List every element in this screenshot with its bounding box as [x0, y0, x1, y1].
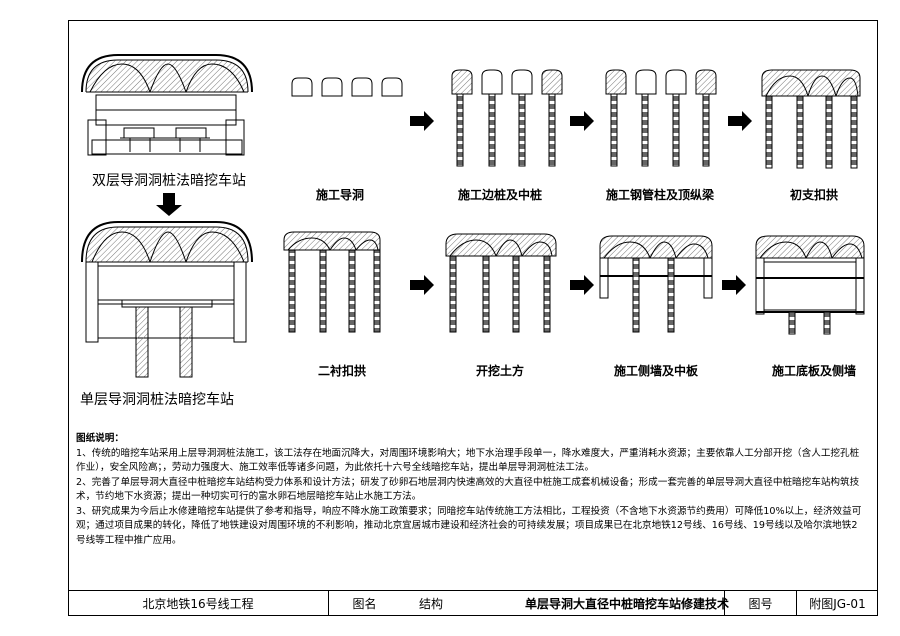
step-label: 施工导洞	[316, 188, 365, 202]
single-layer-station-label: 单层导洞洞桩法暗挖车站	[80, 392, 234, 408]
step-label: 开挖土方	[476, 364, 525, 378]
drawing-name-label: 图名	[328, 591, 400, 616]
drawing-frame	[68, 20, 878, 616]
step-8-drawing	[755, 235, 865, 335]
notes-heading: 图纸说明：	[76, 433, 124, 444]
discipline: 结构	[418, 597, 443, 611]
single-layer-station-drawing	[81, 221, 253, 378]
arrow-right-icon	[410, 111, 434, 131]
step-3-drawing	[605, 69, 717, 167]
step-label: 施工钢管柱及顶纵梁	[606, 188, 715, 202]
step-label: 初支扣拱	[790, 188, 839, 202]
step-label: 二衬扣拱	[318, 364, 367, 378]
step-label: 施工侧墙及中板	[614, 364, 699, 378]
step-1-drawing	[291, 77, 403, 97]
step-5-drawing	[283, 231, 381, 333]
arrow-right-icon	[410, 275, 434, 295]
title-block: 北京地铁16号线工程 图名 结构 单层导洞大直径中桩暗挖车站修建技术 图号 附图…	[68, 590, 878, 616]
note-item: 1、传统的暗挖车站采用上层导洞洞桩法施工，该工法存在地面沉降大，对周围环境影响大…	[76, 447, 860, 474]
step-7-drawing	[599, 235, 713, 333]
drawing-no-label: 图号	[724, 591, 796, 616]
step-label: 施工底板及侧墙	[772, 364, 857, 378]
drawing-number: 附图JG-01	[796, 591, 878, 616]
arrow-right-icon	[722, 275, 746, 295]
drawing-notes: 图纸说明： 1、传统的暗挖车站采用上层导洞洞桩法施工，该工法存在地面沉降大，对周…	[76, 432, 866, 548]
arrow-right-icon	[728, 111, 752, 131]
step-6-drawing	[445, 233, 557, 333]
project-name: 北京地铁16号线工程	[142, 597, 254, 611]
step-2-drawing	[451, 69, 563, 167]
arrow-right-icon	[570, 111, 594, 131]
step-4-drawing	[761, 69, 861, 169]
step-label: 施工边桩及中桩	[458, 188, 543, 202]
down-arrow-icon	[156, 193, 182, 216]
note-item: 3、研究成果为今后止水修建暗挖车站提供了参考和指导，响应不降水施工政策要求；同暗…	[76, 505, 862, 546]
note-item: 2、完善了单层导洞大直径中桩暗挖车站结构受力体系和设计方法；研发了砂卵石地层洞内…	[76, 476, 860, 503]
drawing-title: 单层导洞大直径中桩暗挖车站修建技术	[524, 597, 729, 611]
double-layer-station-label: 双层导洞洞桩法暗挖车站	[92, 173, 246, 189]
double-layer-station-drawing	[81, 54, 253, 156]
arrow-right-icon	[570, 275, 594, 295]
